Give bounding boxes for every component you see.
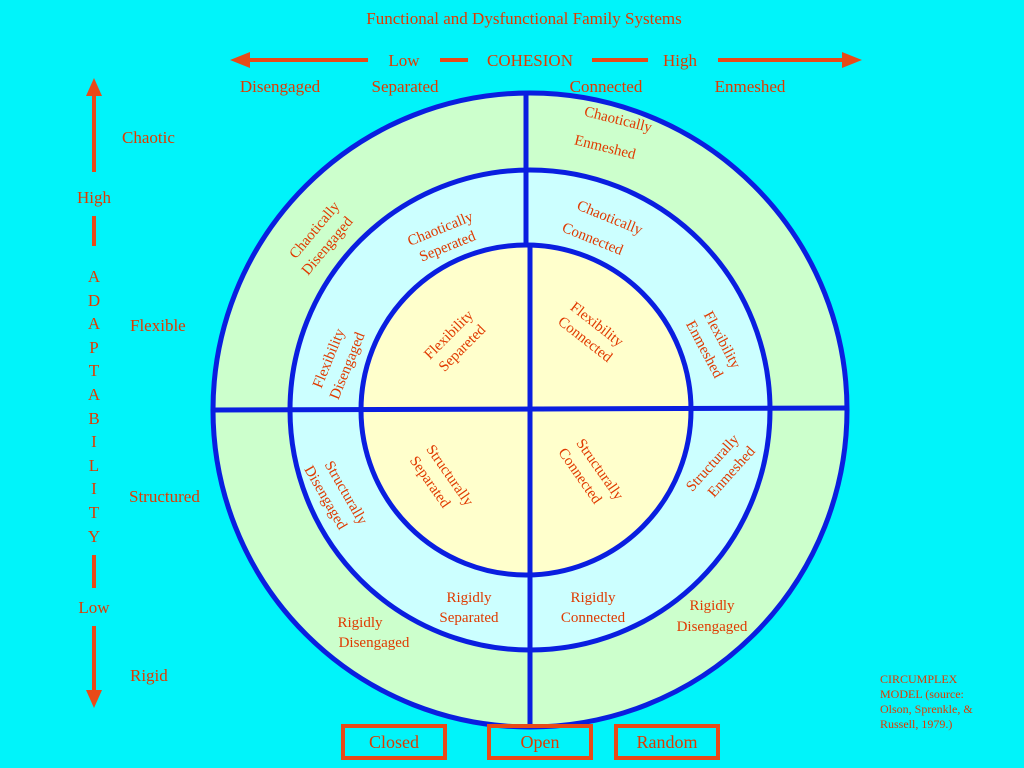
adaptability-letter: A — [87, 314, 101, 334]
cohesion-level-separated: Separated — [371, 77, 439, 96]
adaptability-level-flexible: Flexible — [130, 316, 186, 335]
adaptability-letter: T — [88, 361, 100, 381]
svg-text:Disengaged: Disengaged — [339, 635, 410, 651]
svg-text:Separated: Separated — [439, 610, 499, 626]
adaptability-low-label: Low — [78, 598, 110, 617]
adaptability-arrow-down-head — [86, 690, 102, 708]
adaptability-letter: P — [89, 337, 99, 357]
horizontal-divider — [212, 405, 848, 413]
adaptability-high-label: High — [77, 188, 111, 207]
adaptability-level-rigid: Rigid — [130, 666, 168, 685]
region-rigidly-disengaged-right: Rigidly Disengaged — [677, 598, 748, 635]
svg-text:Rigidly: Rigidly — [689, 598, 735, 614]
adaptability-letter: A — [87, 267, 101, 286]
adaptability-letter: T — [88, 503, 100, 522]
adaptability-arrow-up-head — [86, 78, 102, 96]
cohesion-level-enmeshed: Enmeshed — [714, 77, 786, 96]
page-title: Functional and Dysfunctional Family Syst… — [366, 9, 682, 28]
adaptability-letter: I — [91, 432, 97, 452]
cohesion-axis-label: COHESION — [487, 51, 573, 70]
adaptability-letter: L — [88, 455, 100, 475]
svg-text:Connected: Connected — [561, 610, 626, 626]
adaptability-letter: B — [88, 408, 100, 428]
cohesion-level-disengaged: Disengaged — [239, 77, 321, 96]
adaptability-letter: D — [87, 290, 101, 310]
adaptability-level-chaotic: Chaotic — [122, 128, 175, 147]
adaptability-letter: A — [87, 385, 101, 404]
adaptability-level-structured: Structured — [129, 487, 200, 506]
region-rigidly-disengaged-left: Rigidly Disengaged — [337, 615, 409, 651]
source-note: CIRCUMPLEX MODEL (source: Olson, Sprenkl… — [880, 672, 973, 731]
closed-button[interactable]: Closed — [341, 724, 447, 760]
adaptability-letter: I — [91, 479, 97, 499]
region-rigidly-connected: Rigidly Connected — [561, 590, 626, 626]
cohesion-high-label: High — [663, 51, 697, 70]
svg-text:Rigidly: Rigidly — [446, 590, 492, 606]
svg-text:Rigidly: Rigidly — [570, 590, 616, 606]
cohesion-level-connected: Connected — [569, 77, 643, 96]
adaptability-letter: Y — [87, 526, 101, 546]
svg-text:Disengaged: Disengaged — [677, 619, 748, 635]
cohesion-low-label: Low — [388, 51, 420, 70]
region-rigidly-separated: Rigidly Separated — [439, 590, 499, 626]
cohesion-arrow-right-head — [842, 52, 862, 68]
cohesion-arrow-left-head — [230, 52, 250, 68]
open-button[interactable]: Open — [487, 724, 593, 760]
random-button[interactable]: Random — [614, 724, 720, 760]
svg-text:Rigidly: Rigidly — [337, 615, 383, 631]
